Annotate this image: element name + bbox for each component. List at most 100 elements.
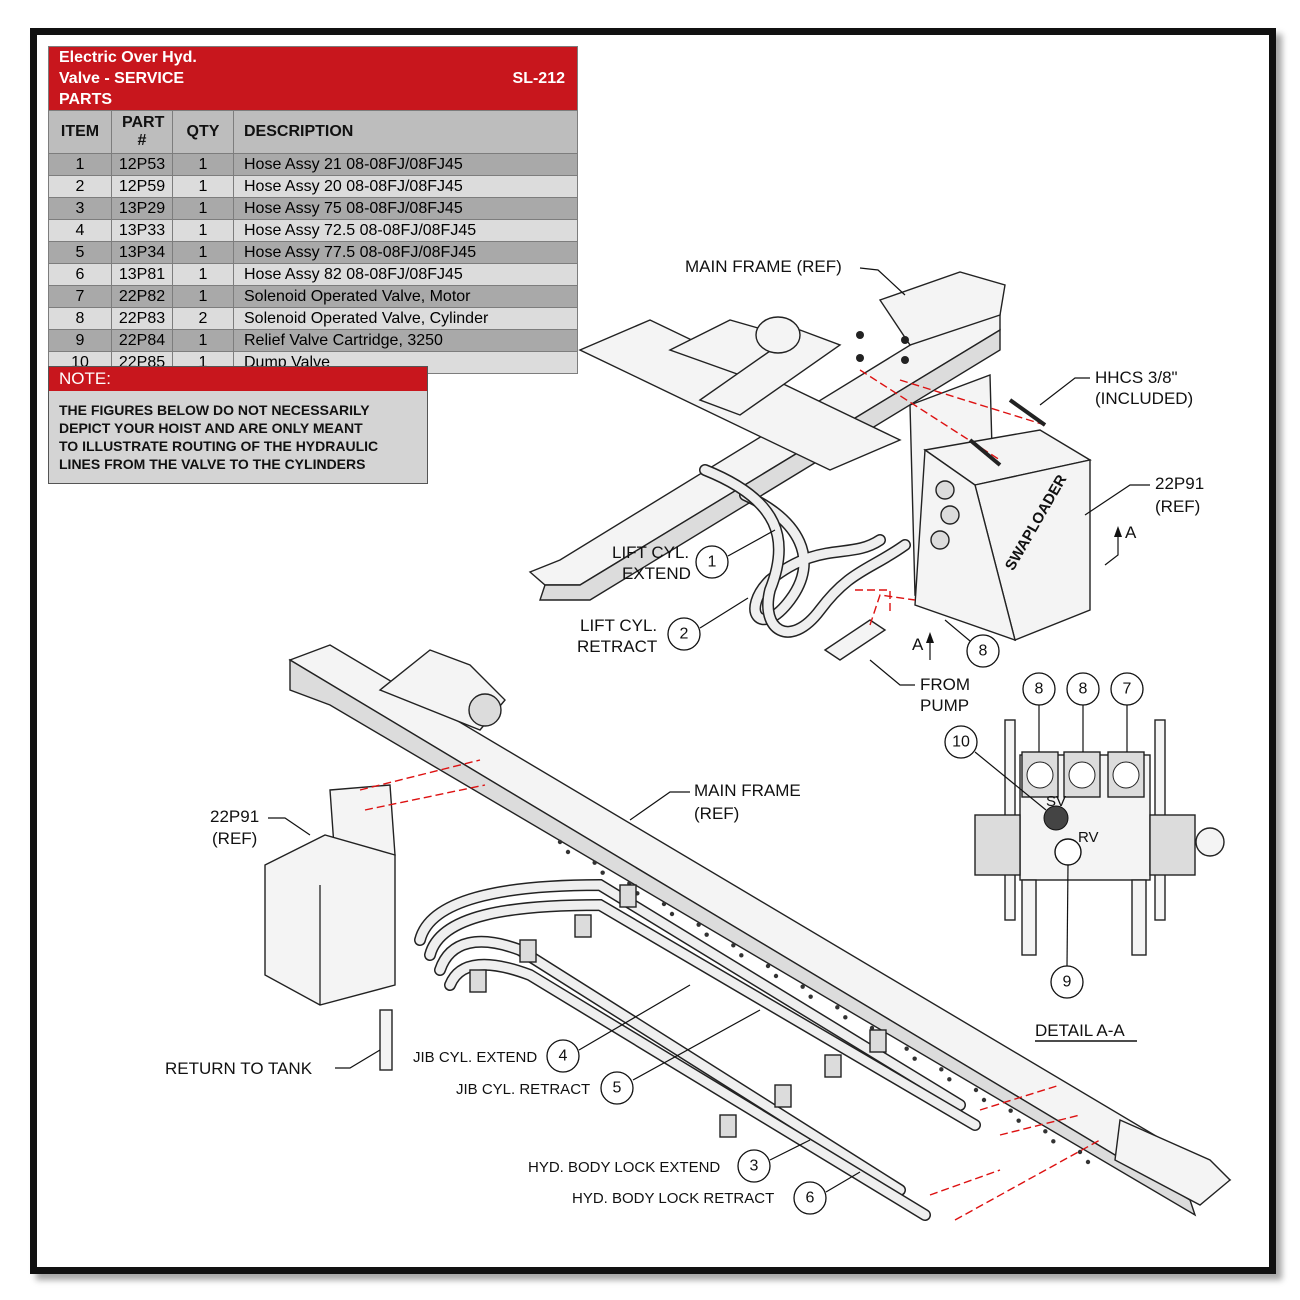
callout-3 [737,1149,771,1183]
bottom-valve-box [264,834,396,1006]
lift-retract-label: LIFT CYL. [580,616,657,635]
leader-main-frame-bottom [629,791,690,821]
frame-hole [973,1087,979,1093]
hhcs-label: HHCS 3/8" [1095,368,1178,387]
hose-lift-retract-fill [700,465,910,637]
description-cell: Solenoid Operated Valve, Motor [233,285,578,308]
bottom-frame-nose [1114,1118,1232,1206]
pump-routing [869,594,916,626]
frame-hole [557,839,563,845]
callout-4 [546,1039,580,1073]
frame-hole [808,994,813,999]
callout-5-num: 5 [613,1080,622,1097]
bolt-path-bottom [359,759,481,791]
qty-cell: 1 [172,219,234,242]
fitting [930,530,950,550]
section-a-right: A [1125,523,1137,542]
description-cell: Hose Assy 21 08-08FJ/08FJ45 [233,153,578,176]
frame-hole [981,1097,987,1103]
section-a-bottom: A [912,635,924,654]
bolt-path [899,379,1046,426]
frame-hole [565,849,571,855]
hhcs-bolt [1008,398,1047,427]
frame-hole [835,1005,840,1010]
leader-4 [578,984,691,1051]
frame-hole [1043,1129,1048,1134]
leader-main-frame [859,267,906,296]
frame-hole [939,1067,944,1072]
gauge-fitting [1195,827,1225,857]
ref-22p91-top-ref: (REF) [1155,497,1200,516]
hose-clamp [869,1029,887,1053]
from-pump-label: FROM [920,675,970,694]
note-body: THE FIGURES BELOW DO NOT NECESSARILY DEP… [49,391,427,483]
frame-hole [773,973,779,979]
qty-cell: 1 [172,153,234,176]
table-title: Electric Over Hyd. Valve - SERVICE PARTS [48,46,234,111]
description-cell: Hose Assy 82 08-08FJ/08FJ45 [233,263,578,286]
leader-8-top [944,619,971,642]
item-cell: 9 [48,329,112,352]
part-cell: 12P53 [111,153,173,176]
callout-2 [667,617,701,651]
solenoid-coil [1026,761,1054,789]
leader-1 [727,529,776,557]
callout-1-num: 1 [708,554,717,571]
item-cell: 8 [48,307,112,330]
lift-extend-label: LIFT CYL. [612,543,689,562]
hose-clamp [774,1084,792,1108]
hose-jib-extend-fill [415,880,965,1110]
solenoid-coil [1112,761,1140,789]
callout-3-num: 3 [750,1158,759,1175]
callout-6 [793,1181,827,1215]
part-cell: 13P33 [111,219,173,242]
callout-8a-num: 8 [1035,681,1044,698]
hose-clamp [469,969,487,993]
col-description: DESCRIPTION [233,110,578,154]
detail-title: DETAIL A-A [1035,1021,1125,1040]
bottom-main-frame-side [289,658,1197,1217]
return-tube [379,1009,393,1071]
section-arrowhead-bottom [926,632,934,643]
routing-red [999,1114,1081,1136]
hose-clamp [574,914,592,938]
callout-7-num: 7 [1123,681,1132,698]
top-hinge-block-2 [698,329,842,416]
table-title-row: Electric Over Hyd. Valve - SERVICE PARTS… [48,46,578,111]
bottom-hinge-pin [468,693,502,727]
jib-retract-label: JIB CYL. RETRACT [456,1081,590,1098]
solenoid-coil [1068,761,1096,789]
qty-cell: 2 [172,307,234,330]
bottom-labels: MAIN FRAME (REF) 22P91 (REF) RETURN TO T… [165,781,861,1215]
note-box: NOTE: THE FIGURES BELOW DO NOT NECESSARI… [48,366,428,484]
table-header-row: ITEM PART # QTY DESCRIPTION [48,110,578,154]
leader-22p91-top [1084,484,1150,516]
frame-hole [912,1056,917,1061]
callout-5 [600,1071,634,1105]
description-cell: Hose Assy 72.5 08-08FJ/08FJ45 [233,219,578,242]
bolt-hole [856,331,864,339]
part-cell: 13P29 [111,197,173,220]
hhcs-included-label: (INCLUDED) [1095,389,1193,408]
frame-hole [1016,1118,1021,1123]
item-cell: 3 [48,197,112,220]
ref-22p91-bottom: 22P91 [210,807,259,826]
rv-label: RV [1078,829,1099,846]
frame-hole [739,953,744,958]
leader-10 [974,751,1047,811]
leader-22p91-bottom [268,817,311,836]
callout-4-num: 4 [559,1048,568,1065]
return-to-tank-label: RETURN TO TANK [165,1059,313,1078]
top-hinge-pin [755,316,801,354]
frame-hole [765,963,771,969]
bolt-path-bottom-2 [364,784,486,811]
detail-a-a: SV RV 8 8 7 10 9 DETAIL A-A [944,672,1225,1042]
main-frame-ref-top: MAIN FRAME (REF) [685,257,842,276]
frame-hole [843,1015,848,1020]
part-cell: 22P84 [111,329,173,352]
frame-hole [1051,1139,1056,1144]
